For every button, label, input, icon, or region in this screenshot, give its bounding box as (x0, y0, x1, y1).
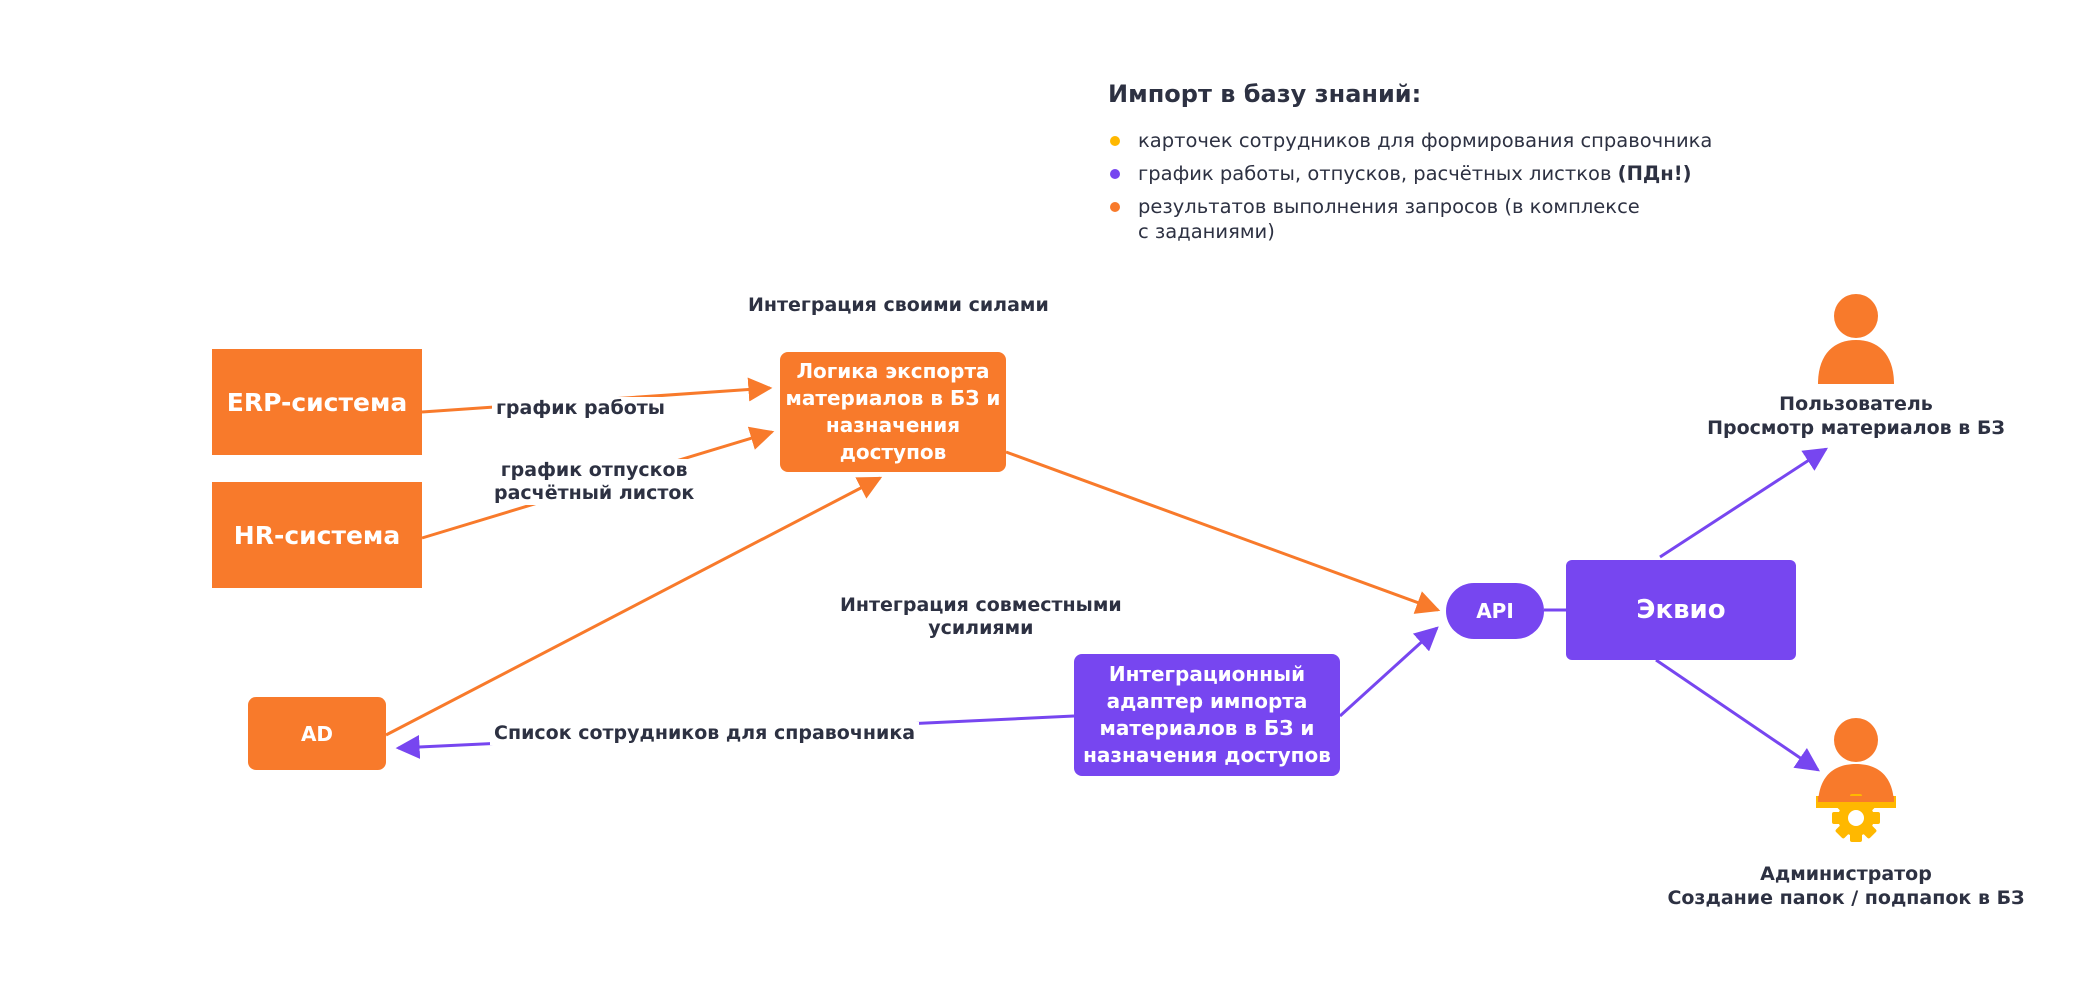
export-logic-line-2: материалов в БЗ и (785, 386, 1001, 410)
export-logic-line-4: доступов (839, 440, 947, 464)
legend-item-text: график работы, отпусков, расчётных листк… (1138, 162, 1612, 185)
admin-action: Создание папок / подпапок в БЗ (1667, 887, 2025, 909)
user-role: Пользователь (1779, 393, 1933, 415)
user-caption: Пользователь Просмотр материалов в БЗ (1707, 392, 2005, 440)
ekvio-label: Эквио (1636, 595, 1726, 625)
yellow-dot-icon (1110, 136, 1120, 146)
export-logic-line-1: Логика экспорта (796, 359, 990, 383)
orange-dot-icon (1110, 202, 1120, 212)
edge-label-payslip: расчётный листок (494, 482, 695, 504)
edge-ekvio-to-admin (1655, 658, 1820, 772)
adapter-line-3: материалов в БЗ и (1099, 716, 1315, 740)
edge-adapter-to-api (1338, 626, 1439, 718)
legend-item-pd-warning: (ПДн!) (1617, 162, 1692, 185)
heading-self-integration: Интеграция своими силами (748, 294, 1049, 316)
heading-joint-line-1: Интеграция совместными (840, 594, 1122, 616)
edge-ekvio-to-user (1659, 447, 1829, 559)
edge-logic-to-api (1005, 450, 1441, 614)
legend-item-text: карточек сотрудников для формирования сп… (1138, 129, 1713, 152)
edge-ad-to-logic (385, 476, 883, 737)
admin-caption: Администратор Создание папок / подпапок … (1667, 862, 2024, 910)
edge-label-employee-list: Список сотрудников для справочника (490, 722, 920, 745)
legend-item-employee-cards: карточек сотрудников для формирования сп… (1108, 128, 1788, 153)
user-action: Просмотр материалов в БЗ (1707, 417, 2005, 439)
hr-system-node: HR-система (212, 482, 422, 588)
legend-item-schedules: график работы, отпусков, расчётных листк… (1108, 161, 1788, 186)
legend-item-text-line-1: результатов выполнения запросов (в компл… (1138, 195, 1640, 218)
edge-label-vacation-payslip: график отпусков расчётный листок (490, 459, 699, 505)
ad-node: AD (248, 697, 386, 770)
erp-system-label: ERP-система (226, 387, 408, 417)
export-logic-line-3: назначения (825, 413, 961, 437)
legend: карточек сотрудников для формирования сп… (1108, 128, 1788, 252)
edge-label-work-schedule: график работы (492, 397, 669, 420)
admin-role: Администратор (1760, 863, 1932, 885)
adapter-line-1: Интеграционный (1108, 662, 1306, 686)
legend-title: Импорт в базу знаний: (1108, 80, 1422, 108)
ekvio-node: Эквио (1566, 560, 1796, 660)
api-node: API (1446, 583, 1544, 639)
erp-system-node: ERP-система (212, 349, 422, 455)
integration-adapter-node: Интеграционный адаптер импорта материало… (1074, 654, 1340, 776)
violet-dot-icon (1110, 169, 1120, 179)
ad-label: AD (300, 721, 334, 746)
legend-item-text-line-2: с заданиями) (1138, 220, 1275, 243)
legend-item-request-results: результатов выполнения запросов (в компл… (1108, 194, 1788, 244)
heading-joint-line-2: усилиями (928, 617, 1034, 639)
adapter-line-2: адаптер импорта (1106, 689, 1308, 713)
user-person-icon (1818, 294, 1894, 384)
export-logic-node: Логика экспорта материалов в БЗ и назнач… (780, 352, 1006, 472)
heading-joint-integration: Интеграция совместными усилиями (840, 594, 1122, 640)
api-label: API (1476, 599, 1514, 623)
adapter-line-4: назначения доступов (1083, 743, 1331, 767)
hr-system-label: HR-система (233, 520, 401, 550)
admin-person-gear-icon (1816, 718, 1896, 842)
edge-label-vacation: график отпусков (500, 459, 688, 481)
